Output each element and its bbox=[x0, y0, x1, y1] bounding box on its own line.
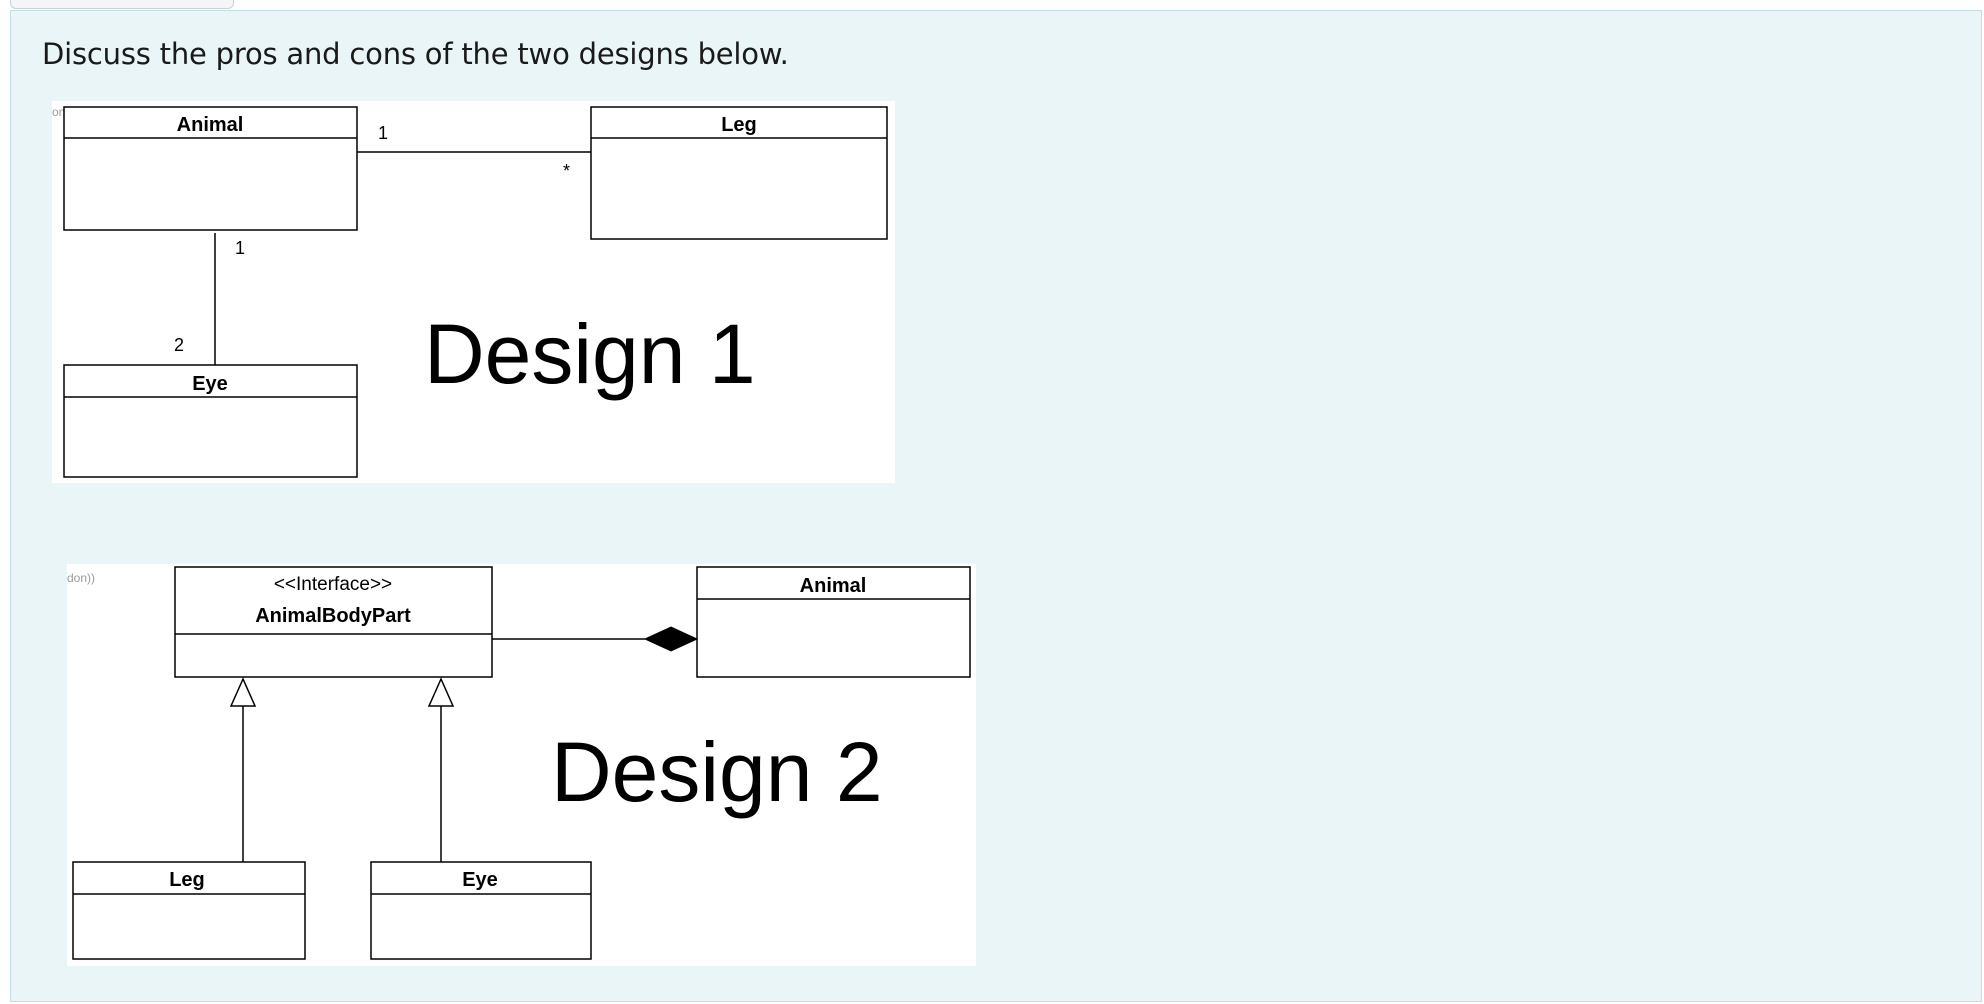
design-1-animal-name: Animal bbox=[177, 114, 244, 136]
design-1-animal-class: Animal bbox=[63, 106, 358, 231]
design-1-label: Design 1 bbox=[424, 307, 756, 401]
design-1-mult-animal-eye-1: 1 bbox=[235, 238, 245, 258]
design-1-mult-leg-star: * bbox=[563, 161, 570, 181]
design-2-label: Design 2 bbox=[551, 725, 883, 819]
design-1-eye-name: Eye bbox=[192, 373, 228, 395]
design-1-mult-eye-2: 2 bbox=[174, 335, 184, 355]
design-2-leg-realization-arrow bbox=[229, 677, 257, 707]
design-1-leg-name: Leg bbox=[721, 114, 757, 136]
design-2-interface-stereotype: <<Interface>> bbox=[274, 574, 392, 595]
design-2-leg-name: Leg bbox=[169, 869, 205, 891]
design-2-composition-diamond bbox=[643, 626, 699, 652]
design-2-eye-name: Eye bbox=[462, 869, 498, 891]
design-1-mult-animal-leg-1: 1 bbox=[378, 123, 388, 143]
design-1-eye-class: Eye bbox=[63, 364, 358, 478]
design-1-leg-class: Leg bbox=[590, 106, 888, 240]
design-2-interface-class: <<Interface>> AnimalBodyPart bbox=[174, 566, 493, 678]
design-2-crop-text: don)) bbox=[67, 571, 95, 585]
design-2-interface-name: AnimalBodyPart bbox=[255, 605, 411, 627]
design-2-eye-realization-arrow bbox=[427, 677, 455, 707]
design-2-animal-class: Animal bbox=[696, 566, 971, 678]
question-prompt: Discuss the pros and cons of the two des… bbox=[42, 37, 789, 71]
design-2-eye-class: Eye bbox=[370, 861, 592, 960]
design-2-leg-class: Leg bbox=[72, 861, 306, 960]
design-2-animal-name: Animal bbox=[800, 575, 867, 597]
design-2-diagram: don)) <<Interface>> AnimalBodyPart Anima… bbox=[67, 564, 976, 966]
top-tab-remnant bbox=[10, 0, 234, 9]
design-1-diagram: on)) Animal Leg Eye 1 * 1 2 Design 1 bbox=[52, 101, 895, 483]
